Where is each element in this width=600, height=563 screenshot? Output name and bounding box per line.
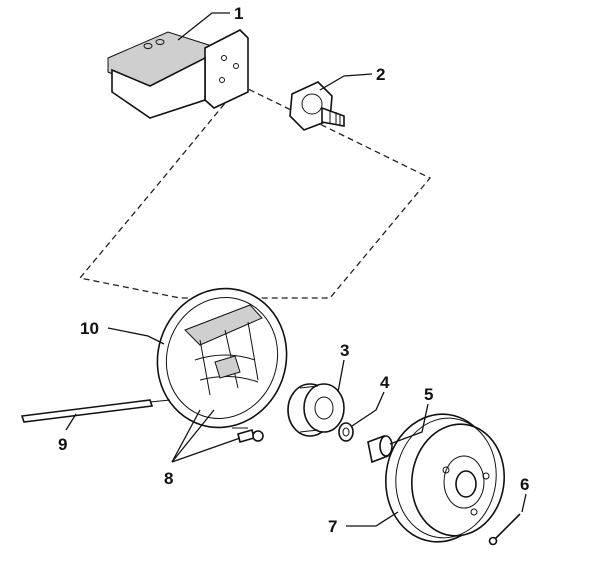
- assembly-outline: [78, 84, 432, 299]
- leader-2: [319, 73, 373, 91]
- callout-9: 9: [58, 435, 67, 454]
- stub-axle: [289, 81, 345, 131]
- callout-8: 8: [164, 469, 173, 488]
- leader-4: [351, 391, 385, 427]
- mounting-bracket: [107, 29, 249, 119]
- callout-7: 7: [328, 517, 337, 536]
- leader-6: [521, 493, 527, 513]
- wheel-hub: [287, 383, 345, 437]
- mounting-bolts: [232, 427, 264, 443]
- callout-2: 2: [376, 65, 385, 84]
- leader-10: [107, 327, 165, 345]
- callout-5: 5: [424, 385, 433, 404]
- leader-7: [346, 511, 399, 527]
- brake-cable: [20, 399, 171, 423]
- callout-4: 4: [380, 373, 390, 392]
- drum-screw: [488, 513, 521, 546]
- callout-10: 10: [80, 319, 99, 338]
- leader-8: [171, 409, 241, 463]
- leader-9: [65, 413, 77, 431]
- hub-nut: [338, 422, 354, 442]
- callout-6: 6: [520, 475, 529, 494]
- brake-drum: [384, 413, 506, 543]
- brake-backing-plate: [156, 287, 288, 429]
- leader-1: [177, 12, 230, 41]
- leader-5: [389, 403, 429, 445]
- callout-1: 1: [234, 4, 243, 23]
- callout-3: 3: [340, 341, 349, 360]
- leader-3: [337, 359, 345, 393]
- hub-cap: [367, 434, 393, 464]
